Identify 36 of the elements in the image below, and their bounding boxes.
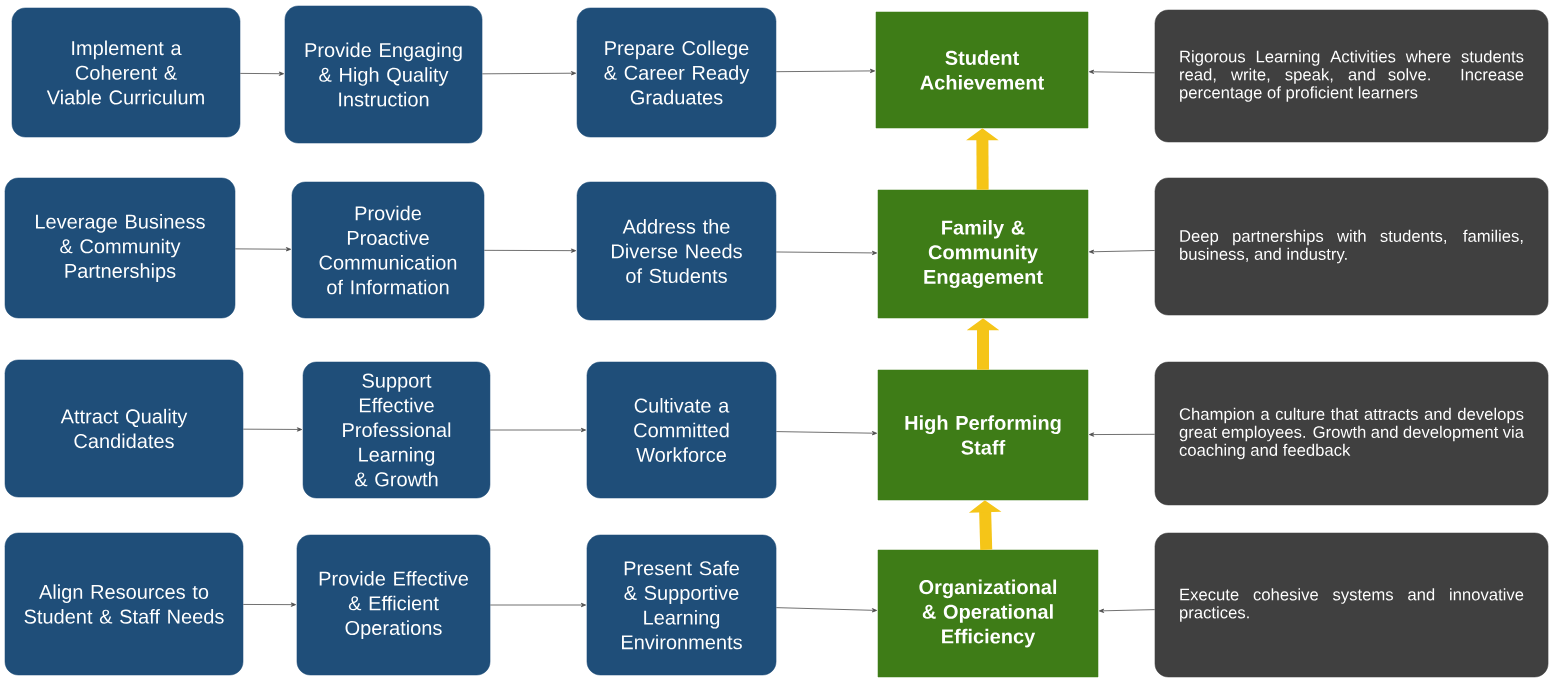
process-box: Implement a Coherent & Viable Curriculum: [11, 7, 241, 138]
arrow: [1098, 608, 1156, 613]
description-box: Rigorous Learning Activities where students read, write, speak, and solve. Increase percentage of proficient learners: [1154, 9, 1549, 143]
arrow: [1088, 249, 1156, 254]
description-box: Execute cohesive systems and innovative practices.: [1154, 532, 1549, 678]
process-box: Cultivate a Committed Workforce: [586, 361, 777, 499]
arrow: [1088, 69, 1156, 74]
outcome-box: Organizational & Operational Efficiency: [877, 549, 1099, 678]
process-box: Prepare College & Career Ready Graduates: [576, 7, 777, 138]
arrow: [234, 247, 292, 252]
process-box: Leverage Business & Community Partnerships: [4, 177, 236, 319]
process-box: Provide Effective & Efficient Operations: [296, 534, 491, 676]
arrow: [1088, 432, 1156, 437]
arrow: [481, 71, 577, 76]
process-box: Attract Quality Candidates: [4, 359, 244, 498]
arrow: [489, 427, 587, 433]
arrow: [775, 607, 878, 613]
arrow: [775, 431, 878, 436]
arrow: [775, 68, 876, 74]
arrow: [239, 71, 285, 76]
outcome-box: Family & Community Engagement: [877, 189, 1089, 319]
process-box: Provide Proactive Communication of Information: [291, 181, 485, 319]
description-box: Champion a culture that attracts and develops great employees. Growth and development via coaching and feedback: [1154, 361, 1549, 506]
arrow: [242, 602, 297, 607]
arrow: [242, 427, 303, 432]
outcome-box: High Performing Staff: [877, 369, 1089, 501]
arrow: [483, 248, 577, 253]
outcome-box: Student Achievement: [875, 11, 1089, 129]
arrow: [489, 602, 587, 608]
process-box: Align Resources to Student & Staff Needs: [4, 532, 244, 676]
process-box: Support Effective Professional Learning & Growth: [302, 361, 491, 499]
description-box: Deep partnerships with students, families, business, and industry.: [1154, 177, 1549, 316]
arrow: [775, 250, 878, 256]
process-box: Present Safe & Supportive Learning Environments: [586, 534, 777, 676]
process-box: Provide Engaging & High Quality Instruction: [284, 5, 483, 144]
process-box: Address the Diverse Needs of Students: [576, 181, 777, 321]
